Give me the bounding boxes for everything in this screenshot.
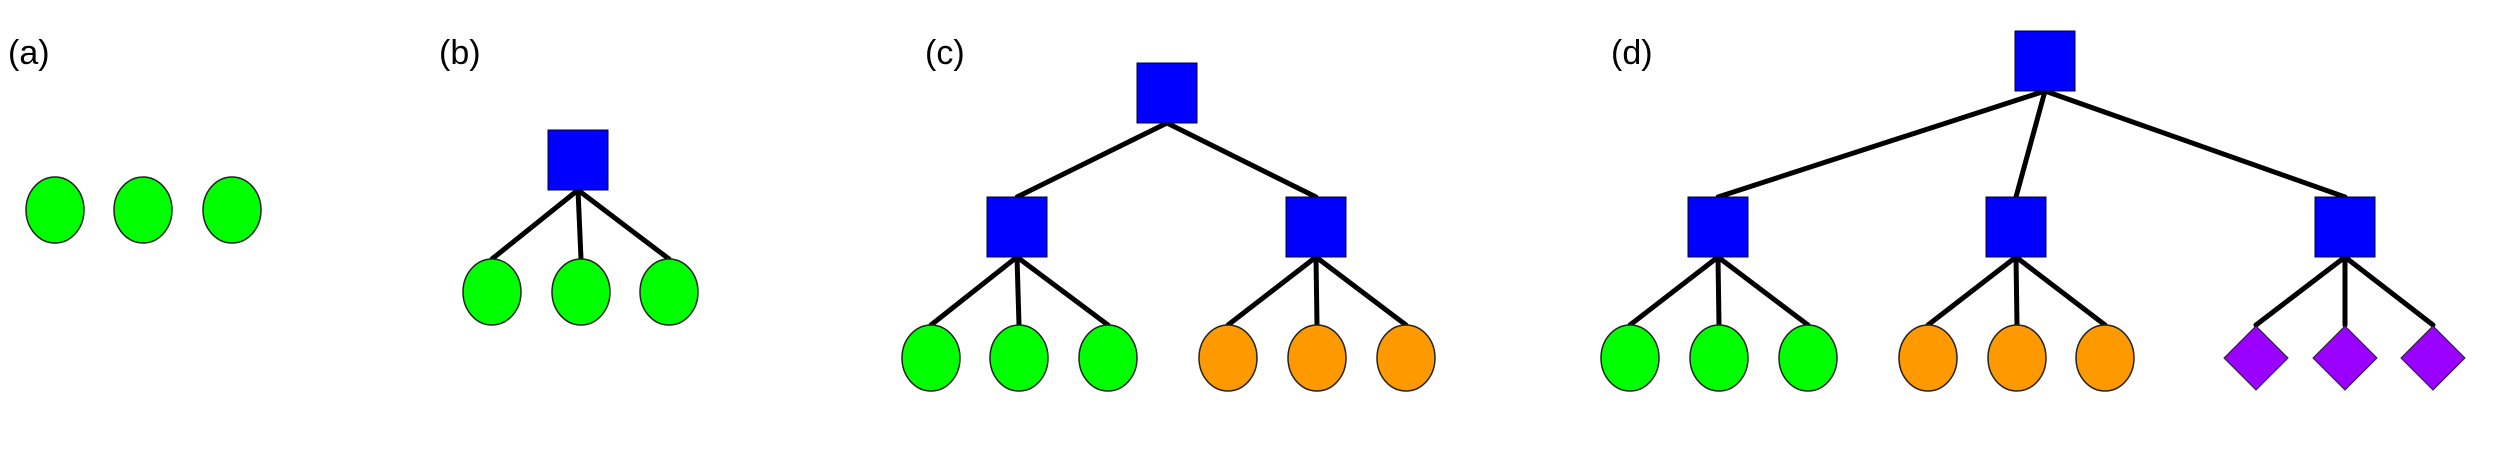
square-node	[1285, 196, 1347, 258]
panel-label-d: (d)	[1611, 34, 1653, 72]
circle-leaf	[989, 324, 1049, 392]
panel-label-b: (b)	[439, 34, 481, 72]
circle-leaf	[551, 258, 611, 326]
tree-edge	[1313, 254, 1409, 328]
tree-edge	[2013, 254, 2108, 328]
tree-edge	[1715, 254, 1811, 328]
square-node	[986, 196, 1048, 258]
diamond-leaf	[2312, 325, 2378, 391]
tree-edge	[1715, 88, 2048, 200]
tree-edge	[2042, 88, 2348, 200]
tree-edge	[928, 254, 1020, 328]
edges-layer	[489, 88, 2436, 328]
tree-edge	[1164, 120, 1319, 200]
circle-leaf	[1898, 324, 1958, 392]
tree-edge	[2013, 254, 2020, 328]
square-node	[2314, 196, 2376, 258]
tree-edge	[2253, 254, 2348, 328]
circle-leaf	[1287, 324, 1347, 392]
circle-leaf	[113, 176, 173, 244]
tree-edge	[575, 187, 584, 262]
square-node	[2014, 30, 2076, 92]
circle-leaf	[1778, 324, 1838, 392]
circle-leaf	[462, 258, 522, 326]
panel-label-a: (a)	[8, 34, 50, 72]
circle-leaf	[1987, 324, 2047, 392]
nodes-layer	[25, 30, 2466, 392]
tree-edge	[1627, 254, 1721, 328]
tree-edge	[1313, 254, 1320, 328]
square-node	[1136, 62, 1198, 124]
tree-edge	[489, 187, 581, 262]
square-node	[1687, 196, 1749, 258]
circle-leaf	[1376, 324, 1436, 392]
tree-edge	[1014, 120, 1170, 200]
tree-edge	[575, 187, 672, 262]
diamond-leaf	[2223, 325, 2289, 391]
circle-leaf	[1078, 324, 1138, 392]
panel-label-c: (c)	[925, 34, 965, 72]
diamond-leaf	[2400, 325, 2466, 391]
tree-edge	[1014, 254, 1022, 328]
circle-leaf	[639, 258, 699, 326]
circle-leaf	[202, 176, 262, 244]
tree-edge	[2013, 88, 2048, 200]
circle-leaf	[1198, 324, 1258, 392]
tree-edge	[1014, 254, 1111, 328]
circle-leaf	[25, 176, 85, 244]
square-node	[1985, 196, 2047, 258]
circle-leaf	[2075, 324, 2135, 392]
circle-leaf	[1689, 324, 1749, 392]
tree-edge	[1715, 254, 1722, 328]
square-node	[547, 129, 609, 191]
circle-leaf	[1600, 324, 1660, 392]
tree-edge	[1925, 254, 2019, 328]
tree-edge	[2342, 254, 2436, 328]
tree-edge	[1225, 254, 1319, 328]
circle-leaf	[901, 324, 961, 392]
